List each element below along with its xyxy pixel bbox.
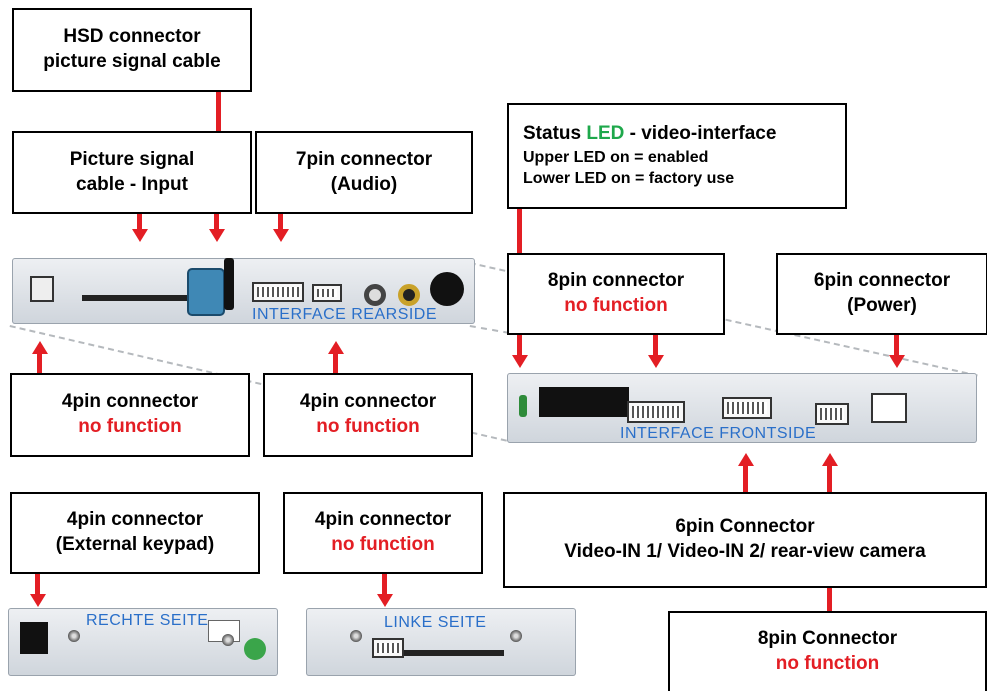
arrow-4pin-keypad xyxy=(35,574,40,594)
arrowhead-down xyxy=(648,355,664,368)
antenna-knob xyxy=(430,272,464,306)
6pin-power-label: 6pin connector (Power) xyxy=(776,253,987,335)
interface-rearside-text: INTERFACE REARSIDE xyxy=(252,306,438,323)
arrow-4pin-left xyxy=(37,354,42,373)
arrowhead-up xyxy=(738,453,754,466)
slot xyxy=(82,295,212,301)
hsd-port xyxy=(187,268,225,316)
cable xyxy=(224,258,234,310)
status-led-label: Status LED - video-interface Upper LED o… xyxy=(507,103,847,209)
4pin-no-function-label-mid: 4pin connector no function xyxy=(263,373,473,457)
rechte-seite-text: RECHTE SEITE xyxy=(86,612,209,629)
arrow-6pin-video-b xyxy=(827,466,832,492)
arrowhead-up xyxy=(328,341,344,354)
screw xyxy=(510,630,522,642)
arrowhead-down xyxy=(273,229,289,242)
7pin-port xyxy=(252,282,304,302)
slot xyxy=(404,650,504,656)
arrow-7pin xyxy=(278,214,283,229)
hsd-link-line xyxy=(216,92,221,131)
keypad-port xyxy=(20,622,48,654)
4pin-port-side xyxy=(372,638,404,658)
audio-jack-black xyxy=(364,284,386,306)
arrow-status-led xyxy=(517,335,522,355)
4pin-external-keypad-label: 4pin connector (External keypad) xyxy=(10,492,260,574)
arrowhead-down xyxy=(377,594,393,607)
dip-switch xyxy=(539,387,629,417)
8pin-port xyxy=(627,401,685,423)
link-8pin-bottom xyxy=(827,588,832,611)
4pin-no-function-label-bottom: 4pin connector no function xyxy=(283,492,483,574)
green-sticker xyxy=(244,638,266,660)
6pin-video-in-label: 6pin Connector Video-IN 1/ Video-IN 2/ r… xyxy=(503,492,987,588)
audio-jack-yellow xyxy=(398,284,420,306)
6pin-power-port xyxy=(871,393,907,423)
6pin-video-port xyxy=(722,397,772,419)
led-indicator xyxy=(519,395,527,417)
6pin-small-port xyxy=(815,403,849,425)
linke-seite-text: LINKE SEITE xyxy=(384,614,487,631)
arrowhead-down xyxy=(512,355,528,368)
4pin-port xyxy=(30,276,54,302)
screw xyxy=(68,630,80,642)
4pin-no-function-label-left: 4pin connector no function xyxy=(10,373,250,457)
4pin-port-mid xyxy=(312,284,342,302)
arrowhead-down xyxy=(132,229,148,242)
arrow-6pin-video-a xyxy=(743,466,748,492)
arrow-6pin-power xyxy=(894,335,899,355)
picture-signal-input-label: Picture signal cable - Input xyxy=(12,131,252,214)
screw xyxy=(350,630,362,642)
8pin-no-function-label-top: 8pin connector no function xyxy=(507,253,725,335)
linke-seite-photo: LINKE SEITE xyxy=(306,608,576,676)
8pin-no-function-label-bottom: 8pin Connector no function xyxy=(668,611,987,691)
arrow-8pin-top xyxy=(653,335,658,355)
arrow-4pin-bottom xyxy=(382,574,387,594)
hsd-connector-label: HSD connector picture signal cable xyxy=(12,8,252,92)
interface-frontside-photo: INTERFACE FRONTSIDE xyxy=(507,373,977,443)
arrowhead-down xyxy=(889,355,905,368)
7pin-audio-label: 7pin connector (Audio) xyxy=(255,131,473,214)
dashed-guide xyxy=(469,325,510,334)
arrowhead-up xyxy=(32,341,48,354)
arrow-hsd xyxy=(214,214,219,229)
arrowhead-down xyxy=(30,594,46,607)
interface-frontside-text: INTERFACE FRONTSIDE xyxy=(620,425,817,442)
interface-rearside-photo: INTERFACE REARSIDE xyxy=(12,258,475,324)
arrowhead-down xyxy=(209,229,225,242)
arrowhead-up xyxy=(822,453,838,466)
status-led-link-line xyxy=(517,209,522,253)
arrow-picture-input xyxy=(137,214,142,229)
arrow-4pin-mid xyxy=(333,354,338,373)
screw xyxy=(222,634,234,646)
rechte-seite-photo: RECHTE SEITE xyxy=(8,608,278,676)
